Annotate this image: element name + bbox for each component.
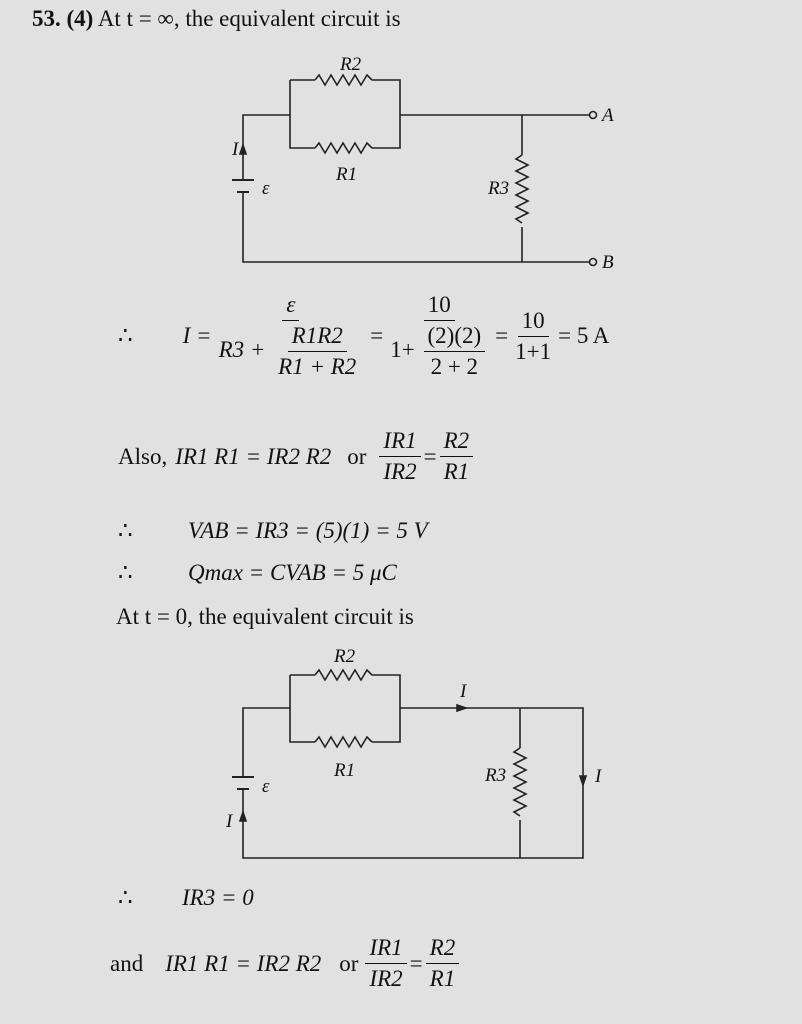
answer-option: (4) xyxy=(66,6,94,31)
label-i-right: I xyxy=(594,766,603,787)
label-emf: ε xyxy=(262,178,270,199)
denominator: R1 xyxy=(429,966,456,991)
denominator: R1 xyxy=(443,459,470,484)
numerator: IR1 xyxy=(365,935,407,964)
prefix: and xyxy=(110,950,144,976)
question-number: 53. xyxy=(32,6,61,31)
wire xyxy=(289,79,401,149)
current-arrow-icon xyxy=(456,703,469,713)
denominator: 1+ (2)(2)2 + 2 xyxy=(386,321,492,380)
circuit-t-zero xyxy=(232,668,588,859)
terminal-b xyxy=(588,257,598,267)
circuit-t-infinity xyxy=(232,73,598,267)
therefore-symbol: ∴ xyxy=(118,518,133,543)
numerator: (2)(2) xyxy=(423,323,486,352)
therefore-symbol: ∴ xyxy=(118,323,133,348)
denominator: IR2 xyxy=(383,459,417,484)
ir3-text: IR3 = 0 xyxy=(182,885,254,910)
resistor-r2 xyxy=(314,668,373,682)
equation-vab: ∴ VAB = IR3 = (5)(1) = 5 V xyxy=(118,518,428,544)
denominator: 1+1 xyxy=(515,338,552,364)
equals: = xyxy=(423,443,437,469)
label-b: B xyxy=(602,252,614,273)
wire xyxy=(289,674,401,743)
current-arrow-icon xyxy=(578,775,588,788)
equation-ir3: ∴ IR3 = 0 xyxy=(118,885,254,911)
denominator: IR2 xyxy=(369,966,403,991)
den-term: R3 + xyxy=(218,336,266,362)
label-i-left: I xyxy=(225,811,234,832)
resistor-r3 xyxy=(514,154,530,224)
label-emf: ε xyxy=(262,776,270,797)
prefix: Also, xyxy=(118,443,168,469)
label-i: I xyxy=(231,139,240,160)
fraction: 10 1+1 xyxy=(511,308,555,365)
battery xyxy=(232,776,254,790)
heading: 53. (4) At t = ∞, the equivalent circuit… xyxy=(32,6,401,32)
fraction: (2)(2)2 + 2 xyxy=(423,323,486,380)
vab-text: VAB = IR3 = (5)(1) = 5 V xyxy=(188,518,428,543)
resistor-r3 xyxy=(512,747,528,817)
equals: = xyxy=(409,950,423,976)
therefore-symbol: ∴ xyxy=(118,885,133,910)
label-r2: R2 xyxy=(333,646,356,667)
qmax-text: Qmax = CVAB = 5 μC xyxy=(188,560,397,585)
battery xyxy=(232,179,254,193)
numerator: IR1 xyxy=(379,428,421,457)
equals: = xyxy=(495,323,509,348)
label-r1: R1 xyxy=(333,760,355,781)
equals: = xyxy=(370,323,384,348)
label-r1: R1 xyxy=(335,164,357,185)
result: = 5 A xyxy=(558,323,610,348)
terminal-a xyxy=(588,110,598,120)
resistor-r2 xyxy=(314,73,373,87)
den-term: 1+ xyxy=(390,336,415,362)
wire xyxy=(242,114,589,263)
numerator: 10 xyxy=(517,308,549,337)
resistor-r1 xyxy=(314,141,373,155)
equation-qmax: ∴ Qmax = CVAB = 5 μC xyxy=(118,560,397,586)
current-arrow-icon xyxy=(238,809,248,822)
numerator: ε xyxy=(282,292,300,321)
eq-lhs: IR1 R1 = IR2 R2 xyxy=(165,950,322,976)
label-r3: R3 xyxy=(487,178,509,199)
numerator: 10 xyxy=(423,292,455,321)
heading-text: At t = ∞, the equivalent circuit is xyxy=(97,6,401,31)
resistor-r1 xyxy=(314,735,373,749)
numerator: R1R2 xyxy=(287,323,347,352)
wire xyxy=(242,707,584,859)
label-a: A xyxy=(600,105,614,126)
current-arrow-icon xyxy=(238,142,248,155)
eq-lhs: IR1 R1 = IR2 R2 xyxy=(175,443,332,469)
eq-lhs: I = xyxy=(182,323,212,348)
label-r3: R3 xyxy=(484,765,506,786)
or-text: or xyxy=(347,443,367,469)
denominator: R1 + R2 xyxy=(278,354,357,379)
label-i-top: I xyxy=(459,681,468,702)
label-r2: R2 xyxy=(339,54,362,75)
or-text: or xyxy=(339,950,359,976)
fraction: 10 1+ (2)(2)2 + 2 xyxy=(386,292,492,380)
therefore-symbol: ∴ xyxy=(118,560,133,585)
numerator: R2 xyxy=(439,428,474,457)
t0-heading: At t = 0, the equivalent circuit is xyxy=(116,604,414,629)
denominator: 2 + 2 xyxy=(430,354,479,379)
numerator: R2 xyxy=(425,935,460,964)
